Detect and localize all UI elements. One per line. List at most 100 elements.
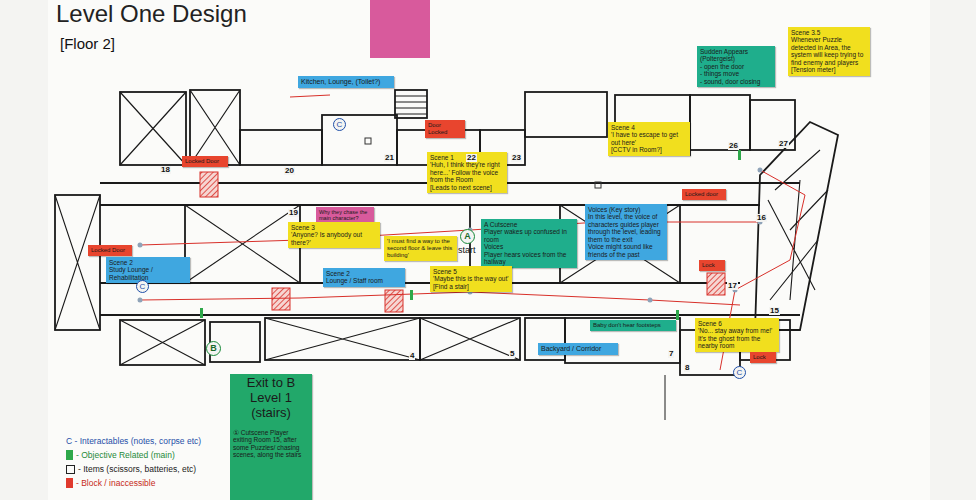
sticky-note: A CutscenePlayer wakes up confused in ro… <box>481 219 577 268</box>
note-heading: Locked door <box>685 191 723 198</box>
note-heading: Backyard / Corridor <box>541 345 615 353</box>
room-number: 20 <box>284 167 295 175</box>
sticky-note: Locked Door <box>88 245 132 256</box>
interactable-mark: C <box>333 118 346 131</box>
note-heading: Baby don't hear footsteps <box>593 322 673 329</box>
objective-marks <box>200 150 741 320</box>
walls <box>55 90 838 420</box>
note-body: 'No... stay away from me!' <box>698 327 776 334</box>
map-label: [Floor 2] <box>60 36 115 51</box>
legend-row: - Objective Related (main) <box>66 450 175 460</box>
legend-text: - Items (scissors, batteries, etc) <box>78 464 196 474</box>
note-body: Lounge / Staff room <box>326 277 402 284</box>
room-number: 5 <box>509 350 515 358</box>
note-body: Player wakes up confused in room <box>484 228 574 243</box>
note-heading: Scene 5 <box>433 268 509 275</box>
room-number: 27 <box>778 140 789 148</box>
note-body: 'Huh, I think they're right here...' Fol… <box>430 161 504 183</box>
note-heading: Door Locked <box>428 122 462 136</box>
room-number: 17 <box>727 282 738 290</box>
room-number: 4 <box>409 352 415 360</box>
note-heading: Voices (Key story) <box>588 206 664 213</box>
note-body: [Tension meter] <box>791 66 867 73</box>
sticky-note: Scene 3.5Whenever Puzzle detected in Are… <box>788 27 870 76</box>
legend-text: - Block / inaccessible <box>76 478 155 488</box>
note-body: Whenever Puzzle detected in Area, the sy… <box>791 36 867 66</box>
note-body: Voices <box>484 243 574 250</box>
legend-row: C - Interactables (notes, corpse etc) <box>66 436 201 446</box>
legend-text: C - Interactables (notes, corpse etc) <box>66 436 201 446</box>
room-number: 18 <box>160 166 171 174</box>
room-number: 15 <box>769 307 780 315</box>
note-heading: B <box>210 343 217 353</box>
legend-row: - Block / inaccessible <box>66 478 155 488</box>
note-heading: Lock <box>702 262 722 269</box>
room-number: 22 <box>466 154 477 162</box>
room-number: 21 <box>384 154 395 162</box>
pink-note <box>370 0 430 58</box>
note-body: In this level, the voice of characters g… <box>588 213 664 243</box>
note-heading: Locked Door <box>91 247 129 254</box>
sticky-note: Lock <box>750 352 776 363</box>
sticky-note: Scene 2Lounge / Staff room <box>323 268 405 287</box>
note-body: [Leads to next scene] <box>430 184 504 191</box>
sticky-note: Baby don't hear footsteps <box>590 320 676 331</box>
note-body: - things move <box>700 70 772 77</box>
start-circle: B <box>206 341 221 356</box>
note-heading: Scene 3 <box>291 224 377 231</box>
room-number: 26 <box>728 142 739 150</box>
note-body: 'Anyone? Is anybody out there?' <box>291 231 377 246</box>
route-points <box>138 168 763 303</box>
note-body: 'Maybe this is the way out' <box>433 275 509 282</box>
note-body: It's the ghost from the nearby room <box>698 335 776 350</box>
start-circle: A <box>460 229 475 244</box>
legend-swatch <box>66 478 73 488</box>
note-heading: Scene 3.5 <box>791 29 867 36</box>
sticky-note: 'I must find a way to the second floor &… <box>384 236 457 261</box>
note-heading: Exit to B Level 1 (stairs) <box>233 376 309 421</box>
note-heading: Why they chase the main character? <box>319 209 371 222</box>
sticky-note: Sudden Appears (Poltergeist)- open the d… <box>697 46 775 87</box>
sticky-note: Scene 4'I have to escape to get out here… <box>608 122 690 156</box>
note-body: [Find a stair] <box>433 283 509 290</box>
note-heading: Scene 4 <box>611 124 687 131</box>
sticky-note: Scene 2Study Lounge / Rehabilitation <box>106 257 190 283</box>
sticky-note: Backyard / Corridor <box>538 343 618 355</box>
note-heading: Scene 6 <box>698 320 776 327</box>
sticky-note: Scene 5'Maybe this is the way out'[Find … <box>430 266 512 292</box>
sticky-note: Locked door <box>682 189 726 200</box>
note-body: Voice might sound like friends of the pa… <box>588 243 664 258</box>
room-number: 19 <box>288 209 299 217</box>
legend-shape <box>66 465 75 474</box>
sticky-note: Exit to B Level 1 (stairs)① Cutscene Pla… <box>230 374 312 500</box>
note-heading: Kitchen, Lounge, (Toilet?) <box>301 78 391 86</box>
note-body: [CCTV in Room?] <box>611 146 687 153</box>
legend-swatch <box>66 450 73 460</box>
route-lines <box>140 95 805 370</box>
room-number: 23 <box>511 154 522 162</box>
legend-row: - Items (scissors, batteries, etc) <box>66 464 196 474</box>
sticky-note: Locked Door <box>182 156 228 167</box>
note-body: - open the door <box>700 63 772 70</box>
room-number: 16 <box>756 214 767 222</box>
room-number: 8 <box>684 364 690 372</box>
note-heading: Locked Door <box>185 158 225 165</box>
interactable-mark: C <box>733 366 746 379</box>
map-label: start <box>458 246 476 255</box>
note-heading: Scene 2 <box>109 259 187 266</box>
note-heading: 'I must find a way to the second floor &… <box>387 238 454 259</box>
legend-text: - Objective Related (main) <box>76 450 175 460</box>
sticky-note: Lock <box>699 260 725 271</box>
note-heading: Lock <box>753 354 773 361</box>
sticky-note: Door Locked <box>425 120 465 138</box>
note-heading: Sudden Appears (Poltergeist) <box>700 48 772 63</box>
sticky-note: Scene 6'No... stay away from me!'It's th… <box>695 318 779 352</box>
note-body: 'I have to escape to get out here' <box>611 131 687 146</box>
room-number: 7 <box>668 350 674 358</box>
note-body: Player hears voices from the hallway <box>484 251 574 266</box>
note-heading: A Cutscene <box>484 221 574 228</box>
sticky-note: Voices (Key story)In this level, the voi… <box>585 204 667 260</box>
note-heading: Scene 2 <box>326 270 402 277</box>
page-title: Level One Design <box>56 0 247 28</box>
sticky-note: Kitchen, Lounge, (Toilet?) <box>298 76 394 88</box>
